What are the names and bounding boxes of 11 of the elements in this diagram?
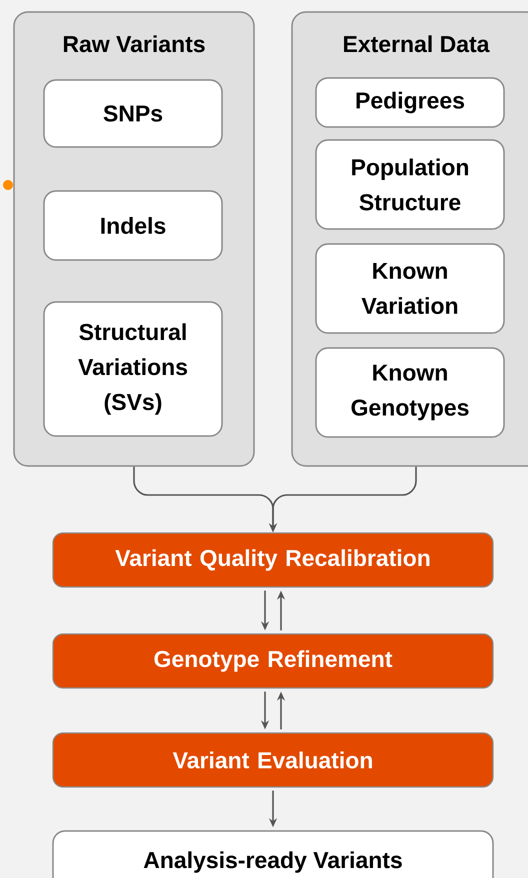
category-box: Indels — [43, 190, 223, 261]
process-box: Genotype Refinement — [52, 633, 494, 689]
category-box: Structural Variations (SVs) — [43, 301, 223, 437]
process-box: Variant Quality Recalibration — [52, 532, 494, 588]
process-box: Variant Evaluation — [52, 732, 494, 788]
category-box: Population Structure — [315, 139, 505, 230]
category-box: Known Genotypes — [315, 347, 505, 438]
output-box: Analysis-ready Variants — [52, 830, 494, 878]
category-box: SNPs — [43, 79, 223, 148]
category-box: Known Variation — [315, 243, 505, 334]
category-box: Pedigrees — [315, 77, 505, 128]
